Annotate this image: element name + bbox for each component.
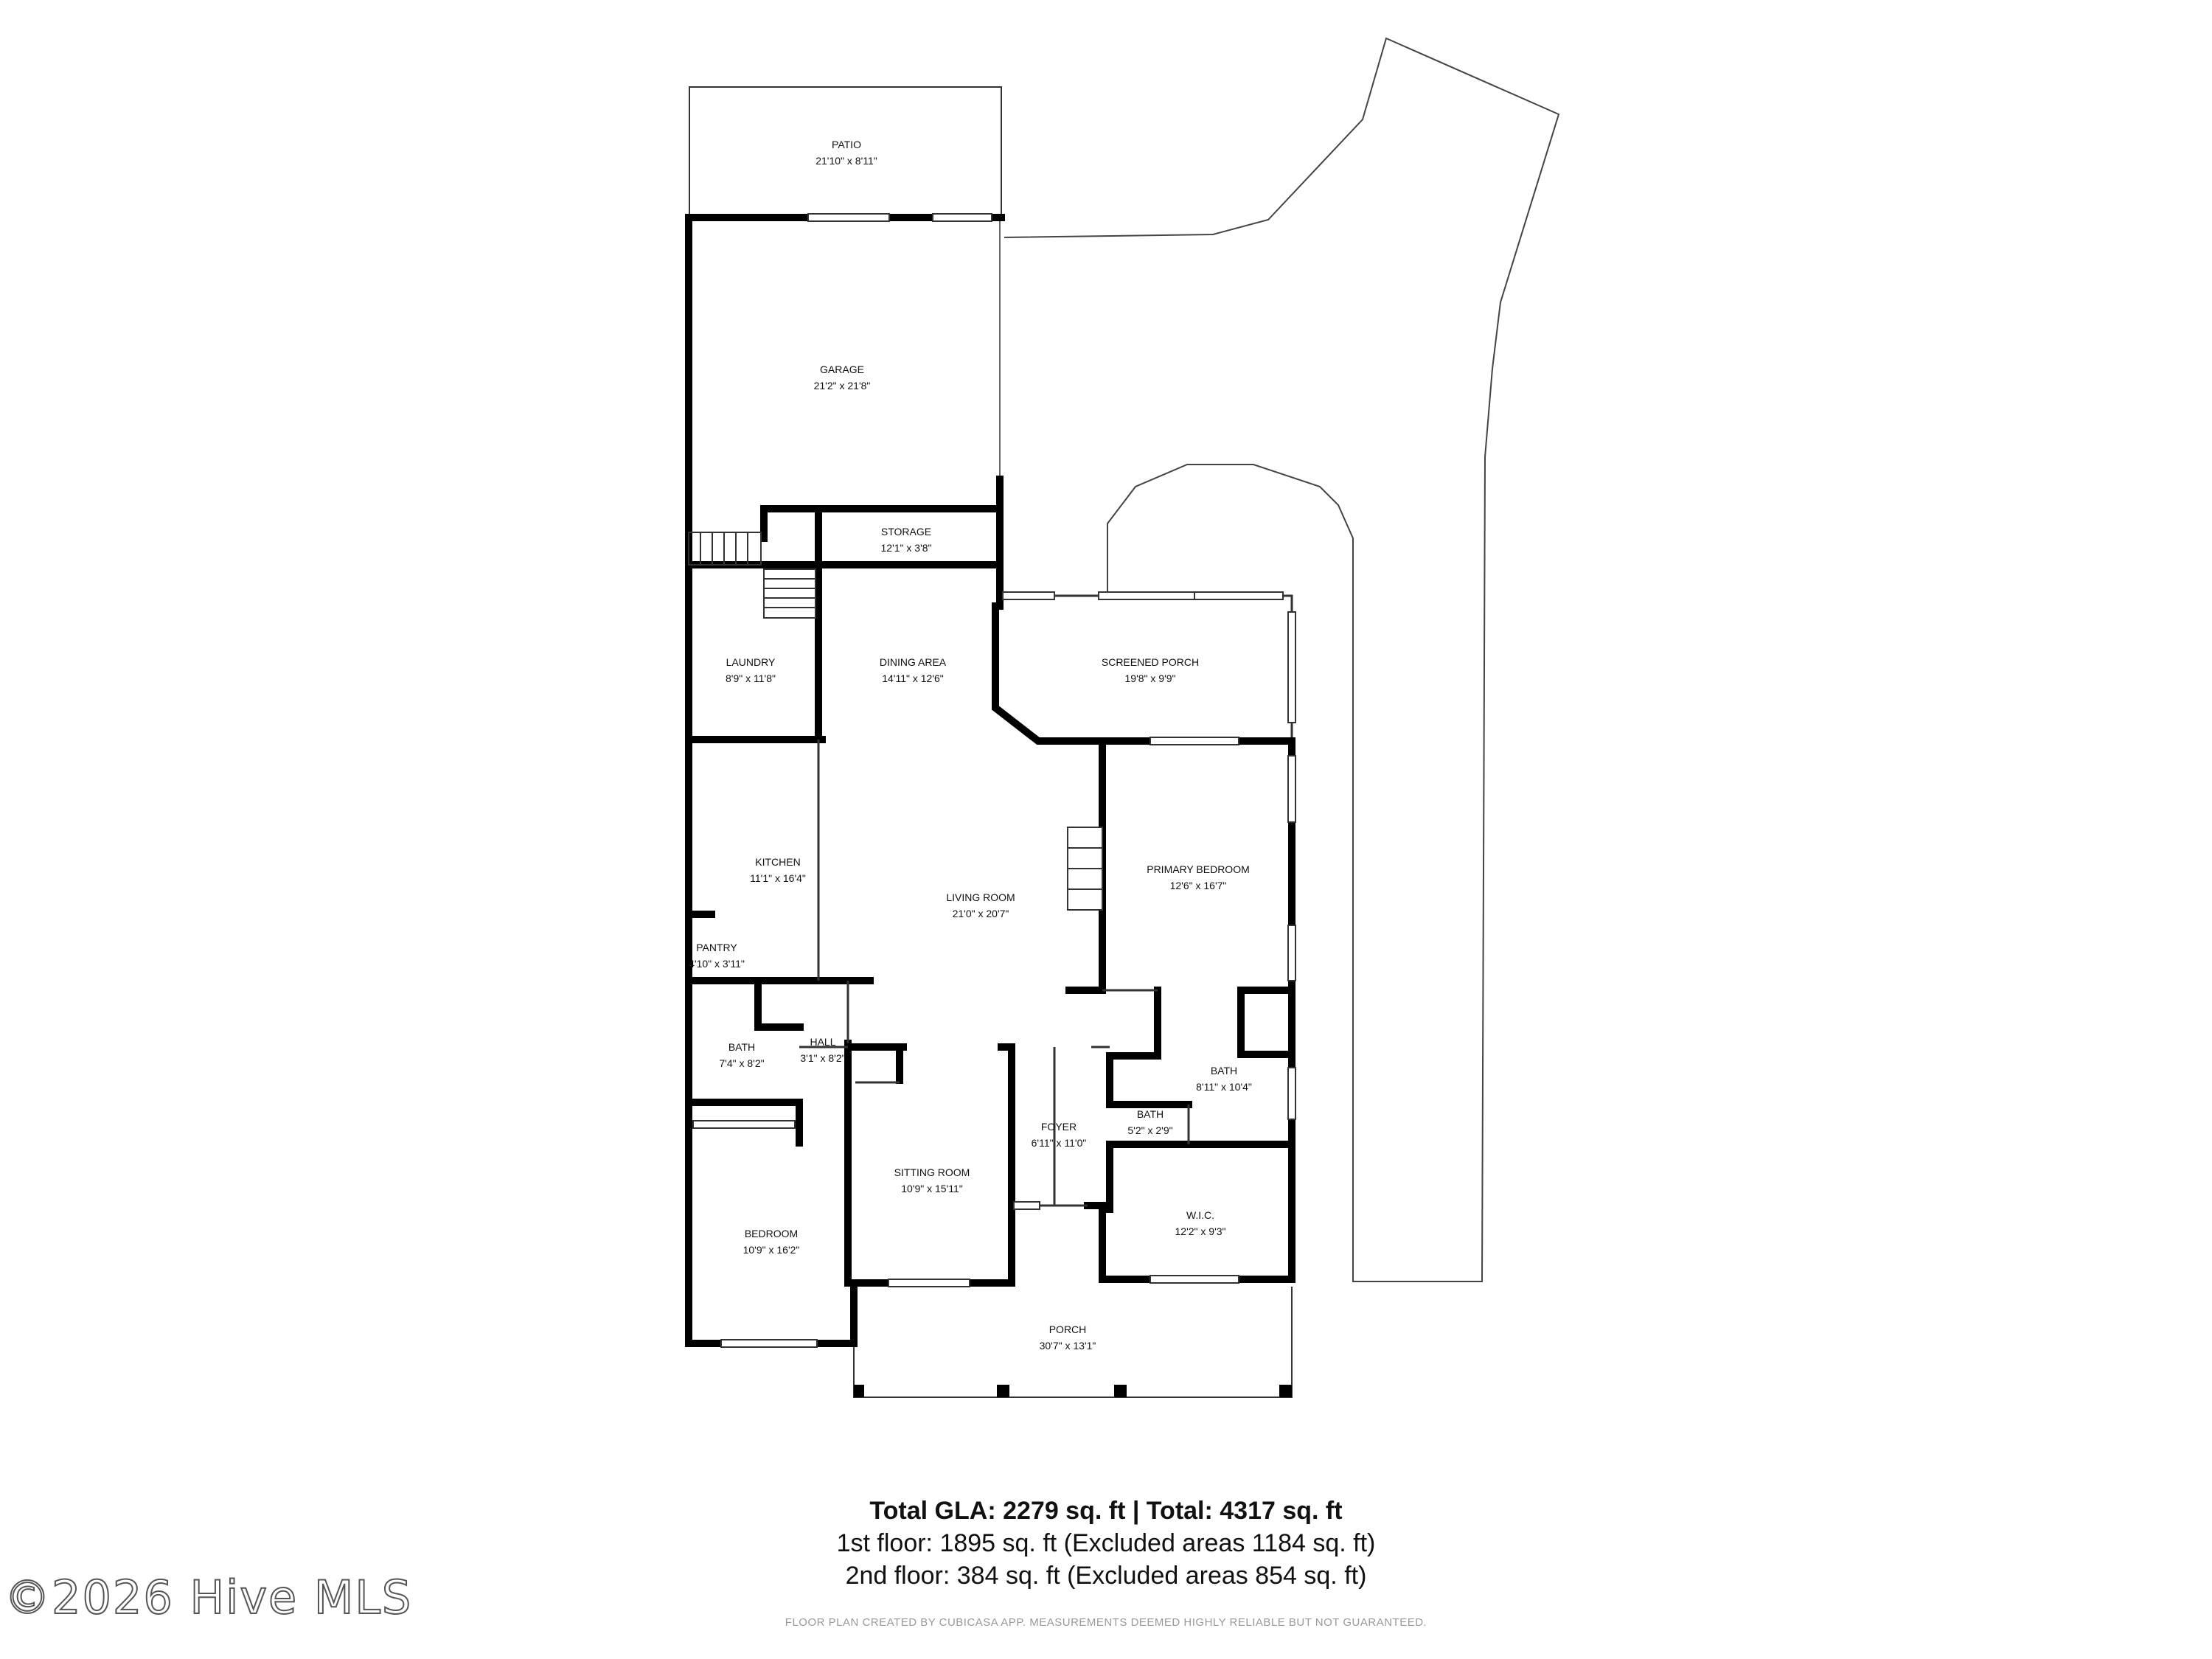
foyer-name: FOYER: [1041, 1121, 1077, 1133]
bath-small-name: BATH: [1137, 1108, 1164, 1120]
laundry-name: LAUNDRY: [726, 656, 776, 668]
bath-left-dims: 7'4" x 8'2": [719, 1057, 764, 1069]
dining-name: DINING AREA: [880, 656, 947, 668]
patio-dims: 21'10" x 8'11": [815, 155, 877, 167]
porch-post: [854, 1385, 864, 1397]
porch-post: [1114, 1385, 1127, 1397]
windows: [692, 213, 1296, 1348]
watermark: ©2026 Hive MLS: [4, 1570, 413, 1625]
hall-dims: 3'1" x 8'2": [800, 1052, 845, 1064]
room-labels: PATIO 21'10" x 8'11" GARAGE 21'2" x 21'8…: [689, 139, 1252, 1352]
laundry-dims: 8'9" x 11'8": [726, 672, 776, 684]
screened-porch-name: SCREENED PORCH: [1102, 656, 1199, 668]
porch-name: PORCH: [1049, 1324, 1087, 1335]
pantry-dims: 4'10" x 3'11": [689, 958, 745, 970]
sitting-room-dims: 10'9" x 15'11": [901, 1183, 963, 1194]
bedroom-dims: 10'9" x 16'2": [743, 1244, 800, 1256]
second-floor-area: 2nd floor: 384 sq. ft (Excluded areas 85…: [845, 1562, 1367, 1590]
patio-outline: [689, 86, 1002, 218]
screened-porch-dims: 19'8" x 9'9": [1125, 672, 1176, 684]
garage-dims: 21'2" x 21'8": [814, 380, 871, 392]
hall-name: HALL: [810, 1036, 835, 1048]
kitchen-name: KITCHEN: [755, 856, 800, 868]
patio-name: PATIO: [832, 139, 861, 150]
primary-bedroom-dims: 12'6" x 16'7": [1170, 880, 1227, 891]
foyer-dims: 6'11" x 11'0": [1032, 1137, 1087, 1149]
bath-left-name: BATH: [728, 1041, 755, 1053]
sitting-room-name: SITTING ROOM: [894, 1166, 970, 1178]
walls: [685, 214, 1295, 1347]
wic-dims: 12'2" x 9'3": [1175, 1225, 1226, 1237]
disclaimer-text: FLOOR PLAN CREATED BY CUBICASA APP. MEAS…: [785, 1616, 1427, 1629]
fireplace: [1067, 827, 1103, 911]
bath-primary-name: BATH: [1211, 1065, 1237, 1077]
garage-name: GARAGE: [820, 364, 864, 375]
porch-dims: 30'7" x 13'1": [1040, 1340, 1096, 1352]
bath-primary-dims: 8'11" x 10'4": [1196, 1081, 1252, 1093]
living-dims: 21'0" x 20'7": [953, 908, 1009, 919]
wic-name: W.I.C.: [1186, 1209, 1214, 1221]
stairs: [688, 532, 816, 619]
primary-bedroom-name: PRIMARY BEDROOM: [1147, 863, 1250, 875]
driveway-outline: [1004, 37, 1560, 1282]
first-floor-area: 1st floor: 1895 sq. ft (Excluded areas 1…: [836, 1529, 1376, 1557]
storage-dims: 12'1" x 3'8": [881, 542, 932, 554]
total-area-summary: Total GLA: 2279 sq. ft | Total: 4317 sq.…: [869, 1497, 1343, 1525]
living-name: LIVING ROOM: [946, 891, 1015, 903]
bedroom-name: BEDROOM: [745, 1228, 798, 1239]
screened-porch-outline: [1001, 594, 1293, 741]
porch-post: [997, 1385, 1009, 1397]
dining-dims: 14'11" x 12'6": [882, 672, 944, 684]
thin-walls: [799, 740, 1190, 1207]
porch-post: [1279, 1385, 1292, 1397]
kitchen-dims: 11'1" x 16'4": [750, 872, 806, 884]
bath-small-dims: 5'2" x 2'9": [1127, 1124, 1172, 1136]
pantry-name: PANTRY: [696, 942, 737, 953]
storage-name: STORAGE: [881, 526, 931, 538]
